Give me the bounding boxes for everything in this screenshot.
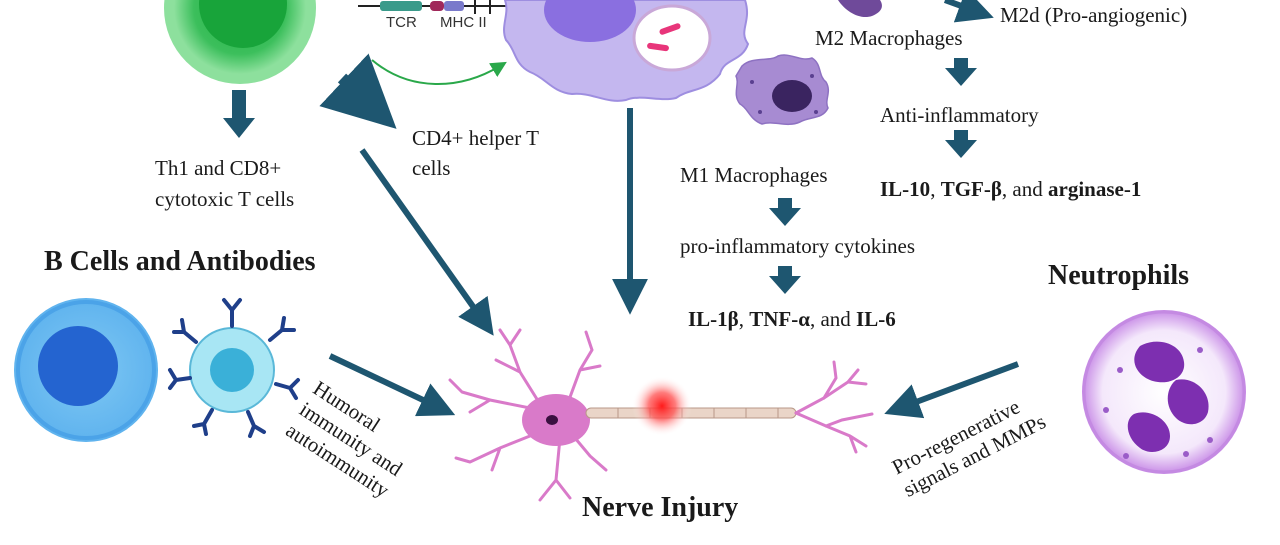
mhc-ii-label: MHC II xyxy=(440,14,487,31)
arrow-t-cells-to-nerve xyxy=(359,148,494,336)
arrow-down-m2-products xyxy=(945,130,977,158)
cd4-label-line1: CD4+ helper T xyxy=(412,126,539,150)
m2-products-label: IL-10, TGF-β, and arginase-1 xyxy=(880,177,1142,201)
tcr-label: TCR xyxy=(386,14,417,31)
arrow-neutrophils-to-nerve xyxy=(884,361,1020,419)
injury-site-glow xyxy=(632,376,692,436)
antibody-icons xyxy=(168,298,300,438)
flow-arrows xyxy=(223,58,977,294)
neutrophils-heading: Neutrophils xyxy=(1048,260,1190,291)
antibody-secreting-cell xyxy=(168,298,300,438)
arrow-down-th1 xyxy=(223,90,255,138)
activation-curve-arrow xyxy=(371,59,507,85)
th1-label-line1: Th1 and CD8+ xyxy=(155,156,282,180)
m2-macrophages-label: M2 Macrophages xyxy=(815,26,963,50)
m1-macrophages-label: M1 Macrophages xyxy=(680,163,828,187)
b-cell xyxy=(14,298,158,442)
arrow-down-proinflammatory xyxy=(769,198,801,226)
m1-products-label: IL-1β, TNF-α, and IL-6 xyxy=(688,307,896,331)
cd4-label-line2: cells xyxy=(412,156,451,180)
m1-macrophage-icon xyxy=(735,54,830,126)
b-cells-heading: B Cells and Antibodies xyxy=(44,246,316,277)
anti-inflammatory-label: Anti-inflammatory xyxy=(880,103,1039,127)
m2d-label: M2d (Pro-angiogenic) xyxy=(1000,3,1188,27)
arrow-down-m1-products xyxy=(769,266,801,294)
arrow-cd4 xyxy=(319,53,397,129)
arrow-down-anti-inflammatory xyxy=(945,58,977,86)
t-cell-green xyxy=(164,0,316,84)
m2-macrophage-icon xyxy=(838,0,882,18)
pro-inflammatory-label: pro-inflammatory cytokines xyxy=(680,234,916,258)
m2d-arrow xyxy=(943,0,994,23)
antigen-presenting-cell xyxy=(503,0,750,102)
tcr-mhc-receptor-icon xyxy=(358,0,515,14)
nerve-injury-title: Nerve Injury xyxy=(582,492,739,523)
neutrophil xyxy=(1082,310,1246,474)
arrow-b-cells-to-nerve xyxy=(328,353,456,417)
th1-label-line2: cytotoxic T cells xyxy=(155,187,295,211)
